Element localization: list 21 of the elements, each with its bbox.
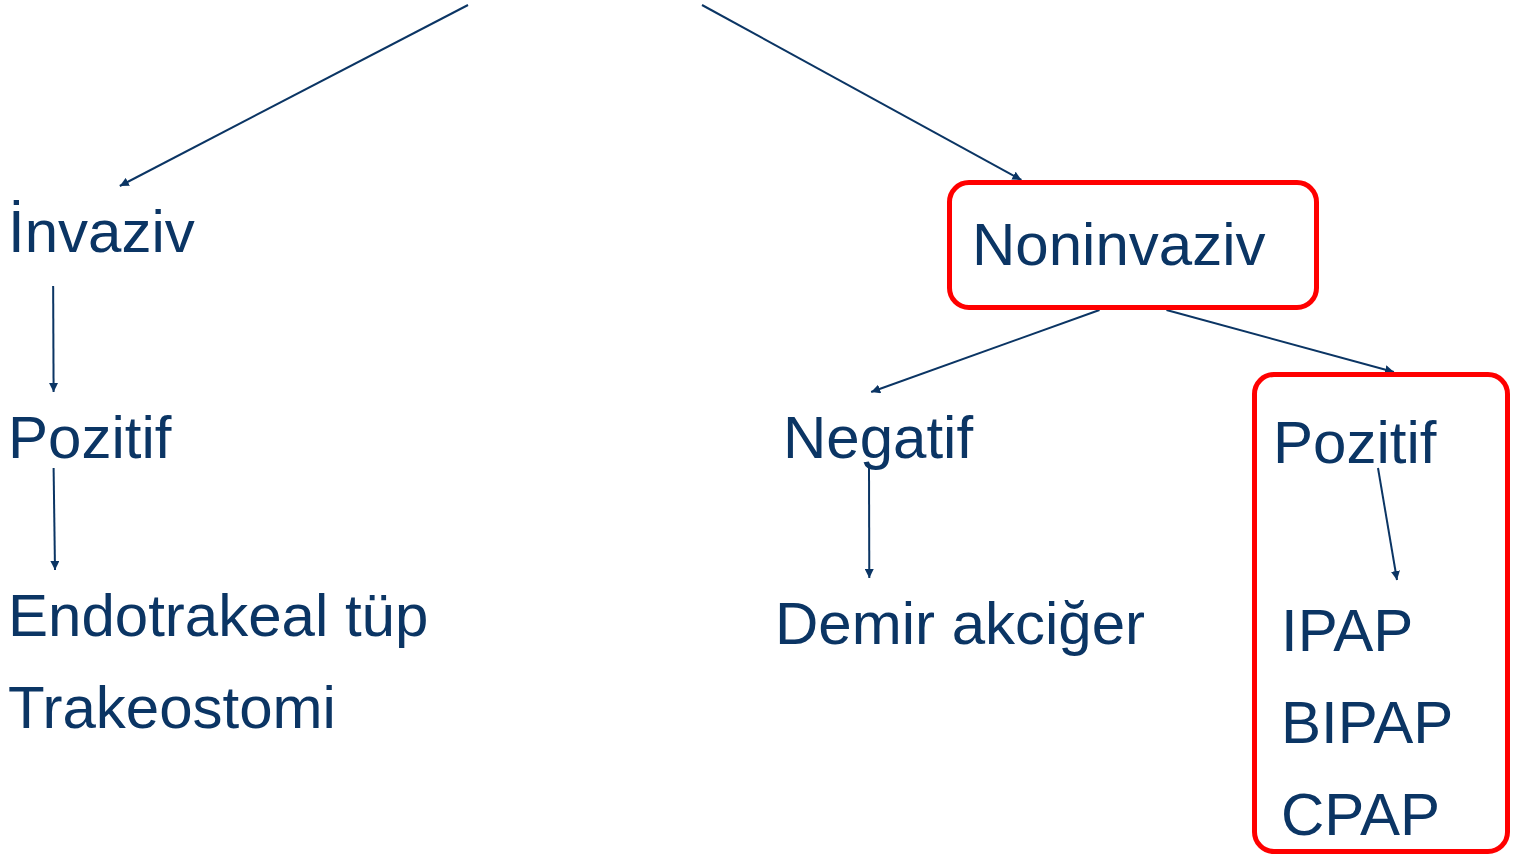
list-item: Trakeostomi <box>8 673 336 743</box>
arrow <box>864 467 874 579</box>
list-item: Endotrakeal tüp <box>8 581 429 651</box>
node-label: Demir akciğer <box>775 589 1146 659</box>
arrow <box>701 4 1023 181</box>
node-label: Noninvaziv <box>972 210 1266 280</box>
highlight-box <box>947 180 1319 310</box>
node-label: Pozitif <box>1273 408 1437 478</box>
node-label: Negatif <box>783 403 974 473</box>
list-item: BIPAP <box>1281 688 1454 758</box>
node-label: İnvaziv <box>8 197 195 267</box>
arrow <box>49 285 59 393</box>
arrow <box>1165 309 1395 374</box>
list-item: CPAP <box>1281 780 1440 850</box>
arrow <box>1377 467 1400 581</box>
arrow <box>50 467 60 571</box>
node-label: Pozitif <box>8 403 172 473</box>
highlight-frame <box>1252 372 1510 854</box>
arrow <box>118 4 469 187</box>
list-item: IPAP <box>1281 596 1414 666</box>
arrow <box>870 309 1101 394</box>
